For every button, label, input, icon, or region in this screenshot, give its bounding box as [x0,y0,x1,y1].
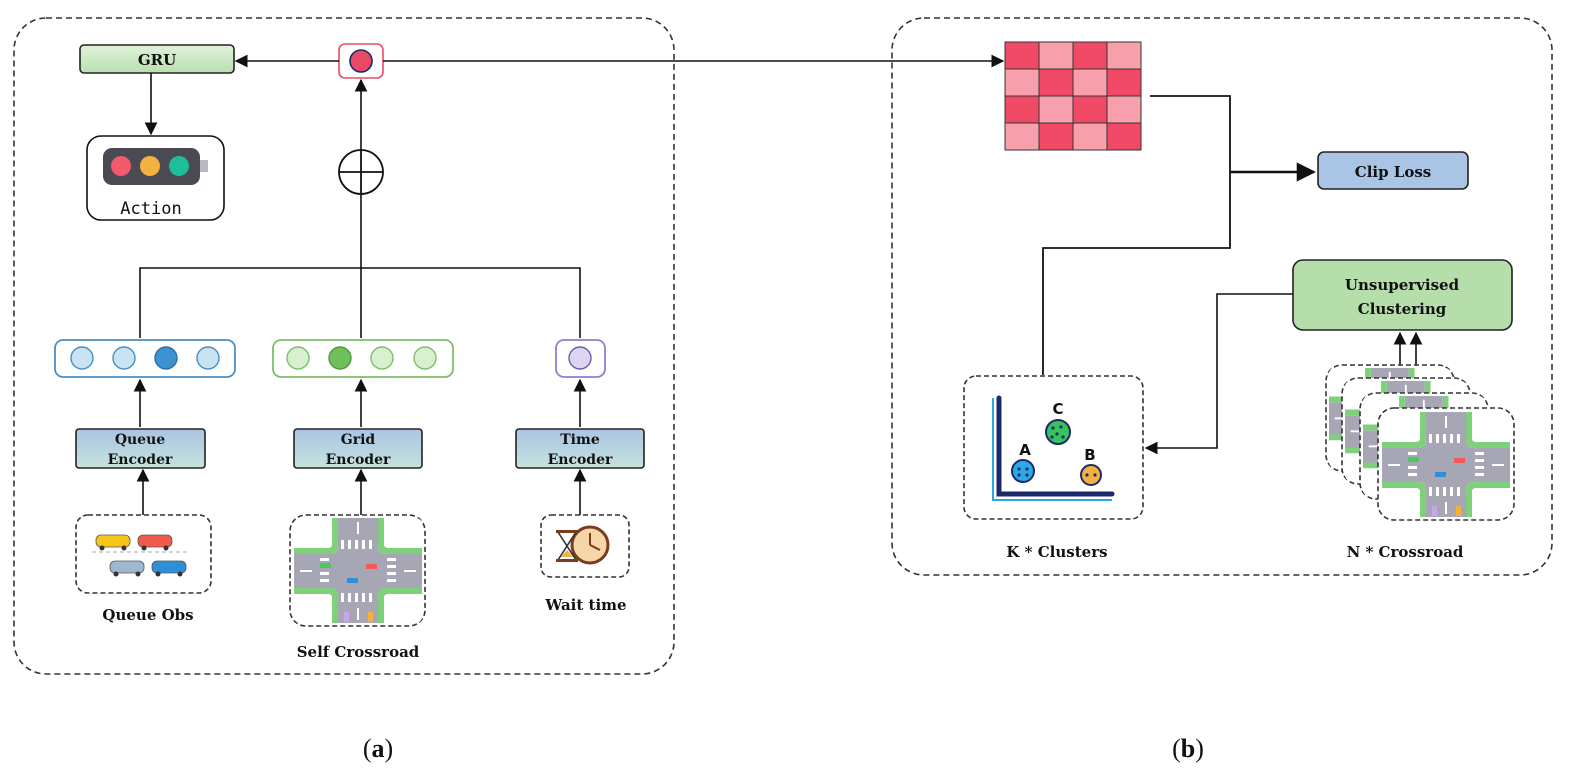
queue-embedding [54,339,236,378]
action-label: Action [120,199,181,219]
time-encoder [515,428,645,469]
clustering-label-2: Clustering [1358,300,1447,318]
car-icon [92,534,190,577]
self-crossroad-caption: Self Crossroad [297,643,420,661]
queue-encoder-label-2: Encoder [108,452,173,468]
cluster-letter-a: A [1019,441,1031,459]
time-encoder-label-2: Encoder [548,452,613,468]
grid-encoder-label-1: Grid [341,432,376,448]
panel-b-frame [891,17,1553,576]
queue-obs-box [75,514,212,594]
clock-hourglass-icon [556,525,610,565]
gru-label: GRU [138,51,176,69]
clusters-caption: K * Clusters [1006,543,1107,561]
scatter-plot-icon [992,395,1115,501]
cluster-letter-b: B [1084,446,1095,464]
traffic-light-icon [103,148,208,185]
gru-block [79,44,235,74]
crossroad-caption: N * Crossroad [1347,543,1464,561]
clip-loss-block [1317,151,1469,190]
clustering-label-1: Unsupervised [1345,276,1460,294]
crossroad-stack [1325,364,1515,521]
crossroad-icon [294,518,422,623]
queue-obs-caption: Queue Obs [102,606,193,624]
clustering-block [1292,259,1513,331]
queue-encoder [75,428,206,469]
clip-loss-label: Clip Loss [1355,163,1432,181]
similarity-matrix-icon [1004,41,1142,151]
grid-encoder [293,428,423,469]
clustering-to-clusters-arrow [1144,293,1293,455]
queue-encoder-label-1: Queue [115,432,165,448]
clusters-box [963,375,1144,520]
subfigure-label-a: (a) [363,734,393,763]
grid-embedding [272,339,454,378]
matrix-to-cliploss-connector [1042,95,1231,375]
fused-feature-circle [349,49,373,73]
panel-a-frame [13,17,675,675]
grid-encoder-label-2: Encoder [326,452,391,468]
wait-time-caption: Wait time [544,596,626,614]
cluster-letter-c: C [1052,400,1063,418]
time-encoder-label-1: Time [560,432,600,448]
subfigure-label-b: (b) [1172,734,1204,763]
merge-connector [139,267,581,338]
